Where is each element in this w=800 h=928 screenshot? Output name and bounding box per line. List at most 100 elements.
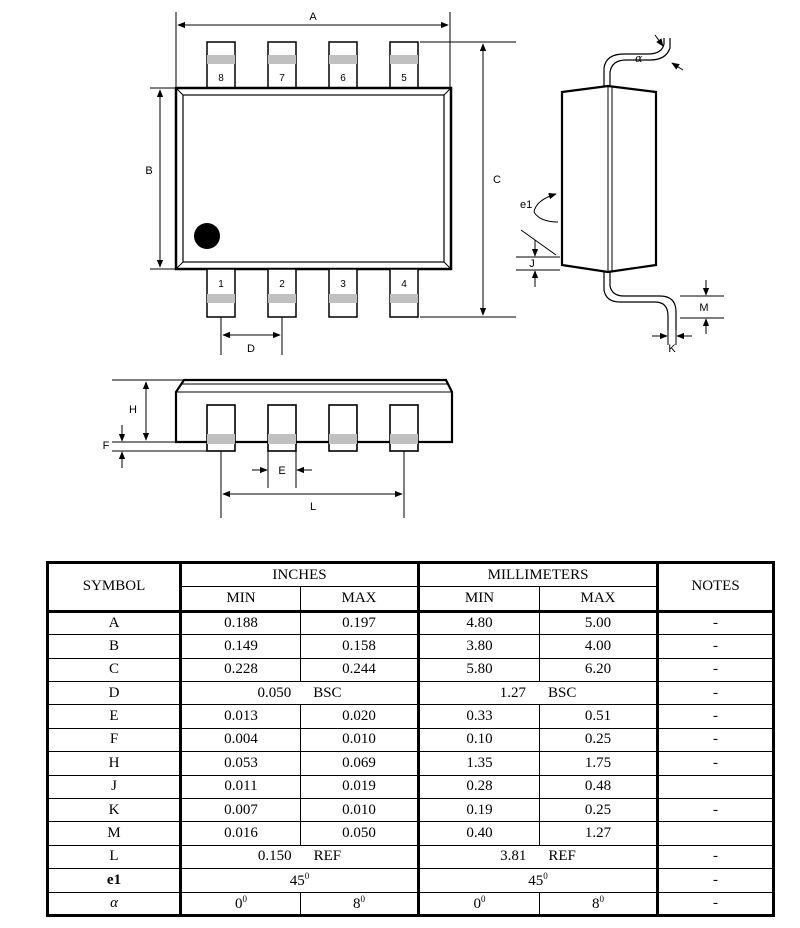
header-inches: INCHES [179,561,421,588]
dimension-k-label: K [668,343,676,355]
dimension-alpha-label: α [635,52,643,65]
cell-mm-max: 80 [539,891,660,916]
cell-note: - [657,634,775,659]
table-row: M 0.016 0.050 0.40 1.27 [47,821,775,846]
cell-symbol: B [47,634,182,659]
cell-symbol: e1 [47,868,182,893]
cell-note: - [657,751,775,776]
dimension-d-label: D [247,343,255,355]
top-leads: 8 7 6 5 [206,41,419,89]
cell-mm-max: 6.20 [539,657,660,682]
cell-mm-span: 450 [418,868,660,893]
cell-in-tag: REF [313,848,342,865]
cell-mm-min: 0.33 [418,704,541,729]
cell-mm-min-degree: 0 [481,893,486,904]
cell-in-span: 450 [179,868,421,893]
table-row: H 0.053 0.069 1.35 1.75 - [47,751,775,776]
cell-in-max: 0.020 [299,704,421,729]
table-row: α 00 80 00 80 - [47,891,775,916]
cell-note: - [657,610,775,636]
cell-symbol: H [47,751,182,776]
package-outline-drawing: A 8 7 6 5 [103,11,724,518]
cell-in-max: 0.244 [299,657,421,682]
header-symbol: SYMBOL [47,562,182,613]
header-mm-min: MIN [418,586,541,613]
dimension-b-label: B [145,165,152,177]
cell-in-min-degree: 0 [242,893,248,904]
dimension-m-label: M [699,302,708,314]
cell-mm-max: 0.51 [539,704,660,729]
cell-in-tag: BSC [313,684,342,701]
cell-in-min: 0.149 [180,634,301,659]
cell-note [657,821,775,846]
cell-symbol: K [47,797,182,823]
cell-note [657,774,775,799]
cell-in-min-value: 0 [235,895,243,912]
cell-symbol: D [47,680,182,706]
cell-in-span: 0.150 REF [179,844,421,870]
table-row: A 0.188 0.197 4.80 5.00 - [47,610,775,636]
cell-symbol: L [47,844,182,870]
table-row: B 0.149 0.158 3.80 4.00 - [47,634,775,659]
cell-in-max: 0.158 [299,634,421,659]
dimension-c-label: C [493,174,501,186]
dimension-h-label: H [129,404,137,416]
cell-in-value: 45 [289,872,305,889]
cell-mm-min-value: 0 [473,895,482,912]
side-view: H F E L [103,378,454,518]
cell-mm-max: 1.75 [539,751,660,776]
cell-mm-min: 4.80 [418,610,541,636]
cell-symbol: M [47,821,182,846]
dimension-l-label: L [310,501,316,513]
header-inches-max: MAX [299,586,421,613]
dimensions-table: SYMBOL INCHES MILLIMETERS NOTES MIN MAX … [46,561,776,917]
dimension-e-label: E [278,465,285,477]
table-row: L 0.150 REF 3.81 REF - [47,844,775,870]
cell-in-value: 0.150 [257,848,292,865]
cell-mm-max: 0.48 [539,774,660,799]
end-view: α e1 J M K [516,34,724,355]
cell-note: - [657,797,775,823]
cell-symbol: J [47,774,182,799]
cell-mm-value: 3.81 [500,848,527,865]
cell-mm-min: 3.80 [418,634,541,659]
cell-mm-max: 5.00 [539,610,660,636]
cell-in-max-degree: 0 [360,893,366,904]
cell-in-max: 0.010 [299,727,421,753]
cell-in-min: 0.188 [180,610,301,636]
pin-label-4: 4 [401,279,407,290]
table-row: F 0.004 0.010 0.10 0.25 - [47,727,775,753]
cell-in-degree: 0 [304,870,310,881]
table-row: J 0.011 0.019 0.28 0.48 [47,774,775,799]
table-row: e1 450 450 - [47,868,775,893]
table-row: E 0.013 0.020 0.33 0.51 - [47,704,775,729]
cell-mm-min: 0.40 [418,821,541,846]
cell-mm-value: 45 [528,872,544,889]
cell-mm-min: 1.35 [418,751,541,776]
cell-mm-tag: REF [548,848,576,865]
cell-in-max: 0.019 [299,774,421,799]
cell-in-min: 0.016 [180,821,301,846]
cell-in-max: 80 [299,891,421,916]
dimension-f-label: F [103,440,110,452]
cell-in-min: 0.007 [180,797,301,823]
pin-label-8: 8 [218,73,224,84]
cell-mm-degree: 0 [543,870,548,881]
pin-label-6: 6 [340,73,346,84]
cell-in-max-value: 8 [353,895,361,912]
pin-label-5: 5 [401,73,407,84]
header-inches-min: MIN [180,586,301,613]
cell-note: - [657,657,775,682]
cell-note: - [657,844,775,870]
cell-in-max: 0.069 [299,751,421,776]
cell-mm-max-value: 8 [592,895,600,912]
dimension-j-label: J [529,258,535,270]
cell-mm-span: 3.81 REF [418,844,660,870]
cell-symbol: C [47,657,182,682]
cell-symbol: F [47,727,182,753]
cell-mm-max: 4.00 [539,634,660,659]
cell-in-max: 0.010 [299,797,421,823]
top-view: A 8 7 6 5 [145,11,516,355]
